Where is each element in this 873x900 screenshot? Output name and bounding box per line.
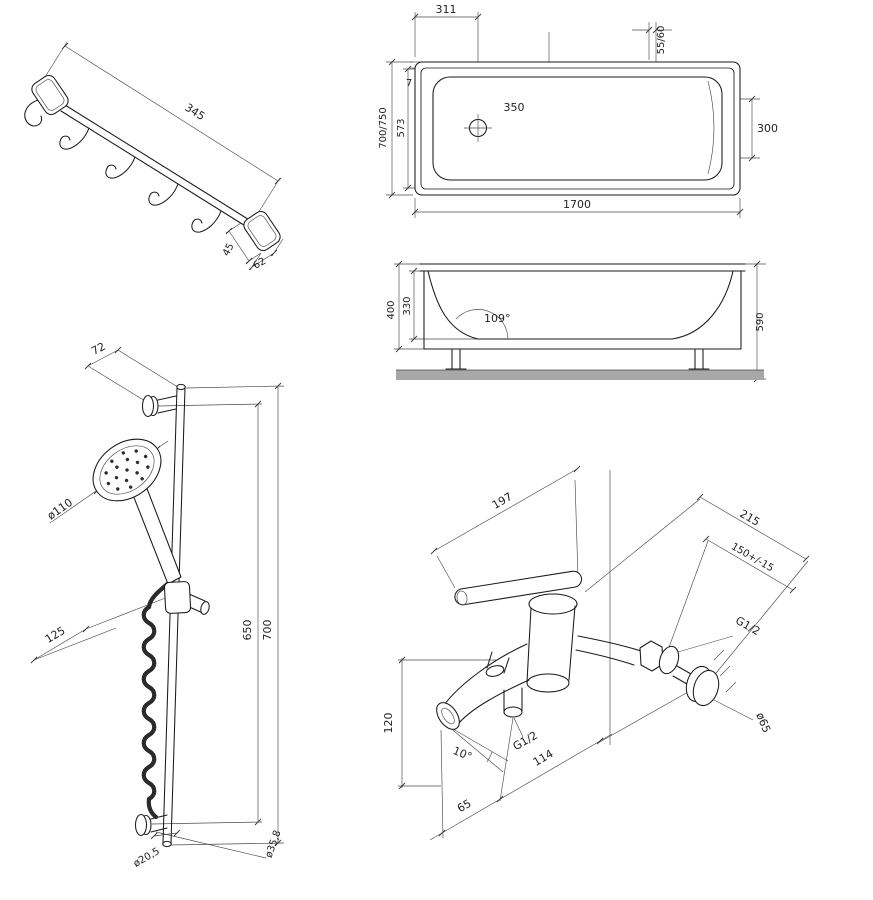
dim-mixer-body-height: 120 xyxy=(382,713,395,734)
dim-tub-edge-gap: 7 xyxy=(406,78,412,89)
dim-mixer-outlet-to-wall: 114 xyxy=(531,747,556,769)
shower-set-drawing: 72 ø110 125 650 700 ø20,5 ø35,8 xyxy=(30,340,285,870)
dim-section-height-total: 590 xyxy=(755,312,766,331)
diverter-knob xyxy=(485,665,505,677)
wall-connections xyxy=(575,635,720,707)
shower-head xyxy=(92,438,162,502)
dim-shower-flange-diameter: ø35,8 xyxy=(264,829,284,859)
dim-shower-bar-diameter: ø20,5 xyxy=(132,846,162,870)
shower-slide-bar xyxy=(162,383,186,848)
dim-tub-width-overall: 700/750 xyxy=(378,107,389,149)
towel-hook xyxy=(148,183,179,206)
dim-shower-slider-offset: 125 xyxy=(43,624,68,646)
dim-mixer-flange-diameter: ø65 xyxy=(753,711,773,735)
bathtub-section-view: 400 330 109° 590 xyxy=(386,260,766,383)
cartridge-dome xyxy=(528,593,578,615)
dim-section-depth-outer: 400 xyxy=(386,300,397,319)
dim-mixer-spout-angle: 10° xyxy=(451,744,474,763)
dim-shower-bar-length: 700 xyxy=(261,620,274,641)
lever-handle xyxy=(454,570,583,606)
shower-outlet xyxy=(503,706,523,718)
dim-section-depth-inner: 330 xyxy=(402,296,413,315)
dim-towel-length: 345 xyxy=(183,101,208,123)
dim-mixer-thread-bottom: G1/2 xyxy=(511,729,540,753)
dim-tub-drain-span: 350 xyxy=(504,101,525,114)
mixer-body xyxy=(436,570,583,730)
dim-tub-width-inner: 573 xyxy=(396,118,407,137)
dim-mixer-connection-centers: 150+/-15 xyxy=(729,541,775,574)
dim-mixer-spout-to-outlet: 65 xyxy=(455,797,474,815)
floor-bar xyxy=(396,370,764,380)
towel-hook xyxy=(191,210,222,233)
dim-mixer-wall-depth: 215 xyxy=(737,507,762,529)
dim-tub-rim-width: 55/60 xyxy=(656,26,667,55)
dim-tub-drain-offset: 311 xyxy=(436,3,457,16)
dim-towel-plate-height: 45 xyxy=(221,242,237,258)
angle-arc xyxy=(455,309,509,340)
towel-hook xyxy=(105,156,136,179)
dim-section-wall-angle: 109° xyxy=(484,312,511,325)
slider-unit xyxy=(163,581,210,615)
dim-tub-length: 1700 xyxy=(563,198,591,211)
top-wall-bracket xyxy=(141,394,177,418)
dim-tub-backrest-width: 300 xyxy=(757,122,778,135)
dim-shower-bracket-offset: 72 xyxy=(89,340,107,358)
bottom-wall-bracket xyxy=(134,813,168,837)
towel-rail-right-plate xyxy=(243,211,281,251)
bathtub-outline-top xyxy=(414,61,741,196)
bathtub-top-view: 311 55/60 7 700/750 573 350 300 1700 xyxy=(378,3,778,218)
towel-rail-left-plate xyxy=(31,75,69,115)
dim-shower-head-diameter: ø110 xyxy=(45,496,75,523)
shower-hose xyxy=(141,578,174,820)
dim-shower-bracket-span: 650 xyxy=(241,620,254,641)
towel-rail-drawing: 345 45 62 xyxy=(24,41,284,272)
dim-mixer-body-width: 197 xyxy=(490,490,515,512)
spout xyxy=(443,643,528,706)
drain-icon xyxy=(464,114,492,142)
towel-hook xyxy=(59,127,90,150)
bathtub-outline-section xyxy=(419,263,746,370)
towel-rail-bar xyxy=(24,98,252,228)
bath-mixer-drawing: 197 215 150+/-15 G1/2 ø65 120 10° G1/2 1… xyxy=(382,465,810,841)
